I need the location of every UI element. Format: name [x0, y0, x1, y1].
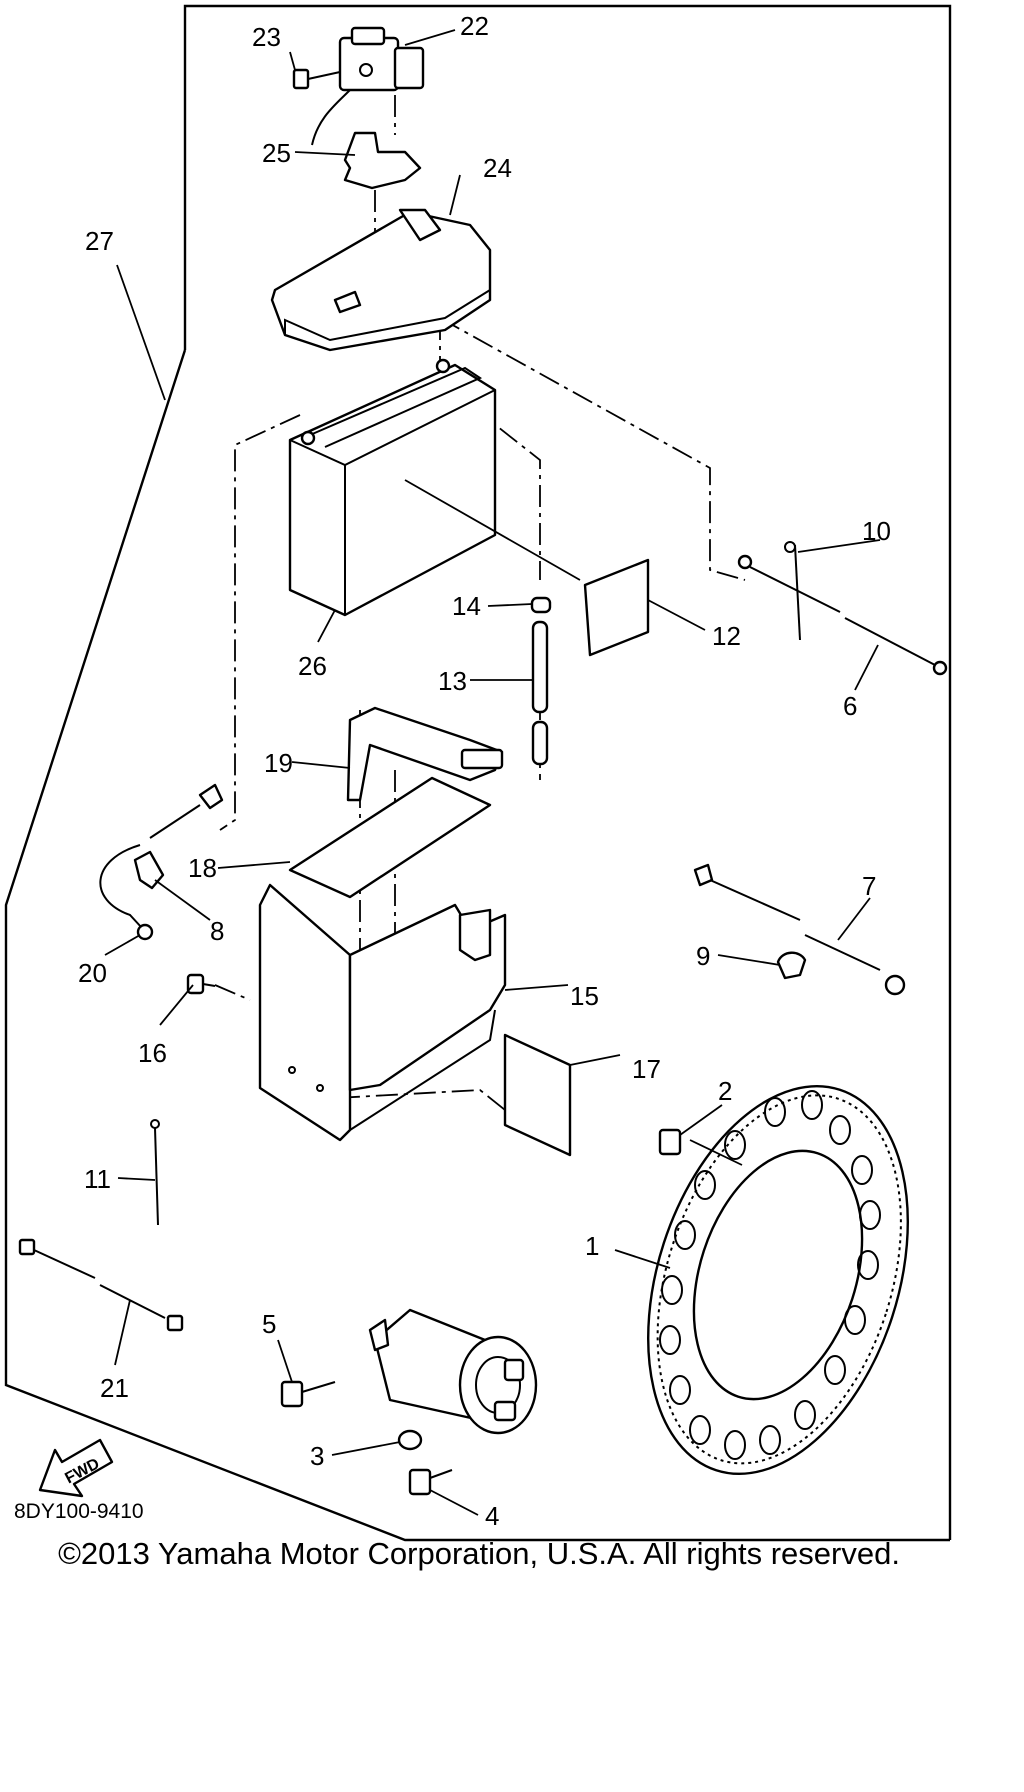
cable-tie: [150, 1119, 160, 1226]
starter-clutch-gear: [647, 1085, 909, 1475]
case-plate: [503, 1033, 572, 1157]
starter-bolt-long: [280, 1380, 336, 1408]
breather-hose: [531, 620, 549, 766]
gear-holes: [659, 1090, 881, 1460]
battery-cover: [270, 208, 492, 352]
callout-26: 26: [298, 651, 327, 681]
callout-21: 21: [100, 1373, 129, 1403]
callout-15: 15: [570, 981, 599, 1011]
callout-16: 16: [138, 1038, 167, 1068]
callout-6: 6: [843, 691, 857, 721]
battery-case: [258, 883, 507, 1142]
callout-8: 8: [210, 916, 224, 946]
callout-14: 14: [452, 591, 481, 621]
battery-label: [583, 558, 650, 657]
callout-labels: 1 2 3 4 5 6 7 8 9 10 11 12 13 14 15 16 1…: [78, 11, 891, 1531]
callout-9: 9: [696, 941, 710, 971]
callout-27: 27: [85, 226, 114, 256]
callout-1: 1: [585, 1231, 599, 1261]
callout-20: 20: [78, 958, 107, 988]
fwd-arrow: FWD: [38, 1438, 114, 1498]
starter-motor: [368, 1308, 538, 1435]
starter-bolt-short: [408, 1468, 453, 1496]
battery-band: [346, 706, 504, 802]
callout-24: 24: [483, 153, 512, 183]
callout-17: 17: [632, 1054, 661, 1084]
callout-3: 3: [310, 1441, 324, 1471]
callout-10: 10: [862, 516, 891, 546]
callout-leaders: [104, 29, 881, 1516]
relay-bolt: [292, 68, 341, 90]
battery-sheet: [288, 776, 492, 899]
drawing-code: 8DY100-9410: [14, 1500, 144, 1523]
callout-22: 22: [460, 11, 489, 41]
callout-23: 23: [252, 22, 281, 52]
wire-lead: [693, 863, 906, 996]
sub-wire-harness: [18, 1238, 184, 1332]
callout-7: 7: [862, 871, 876, 901]
callout-18: 18: [188, 853, 217, 883]
callout-13: 13: [438, 666, 467, 696]
lead-clamp: [776, 951, 807, 980]
cable-clamp: [784, 541, 801, 641]
ground-lead: [99, 783, 224, 941]
callout-19: 19: [264, 748, 293, 778]
callout-25: 25: [262, 138, 291, 168]
gear-bolt: [658, 1128, 743, 1166]
starter-nut: [397, 1429, 423, 1451]
case-bolt: [186, 973, 216, 995]
diagram-frame: [4, 4, 952, 1542]
breather-cap: [530, 596, 552, 614]
battery: [288, 358, 581, 617]
relay-bracket: [343, 131, 422, 190]
callout-2: 2: [718, 1076, 732, 1106]
callout-11: 11: [84, 1164, 111, 1194]
copyright-notice: ©2013 Yamaha Motor Corporation, U.S.A. A…: [58, 1536, 900, 1571]
callout-5: 5: [262, 1309, 276, 1339]
starter-relay: [311, 26, 425, 146]
battery-lead-positive: [737, 554, 948, 676]
callout-4: 4: [485, 1501, 499, 1531]
callout-12: 12: [712, 621, 741, 651]
